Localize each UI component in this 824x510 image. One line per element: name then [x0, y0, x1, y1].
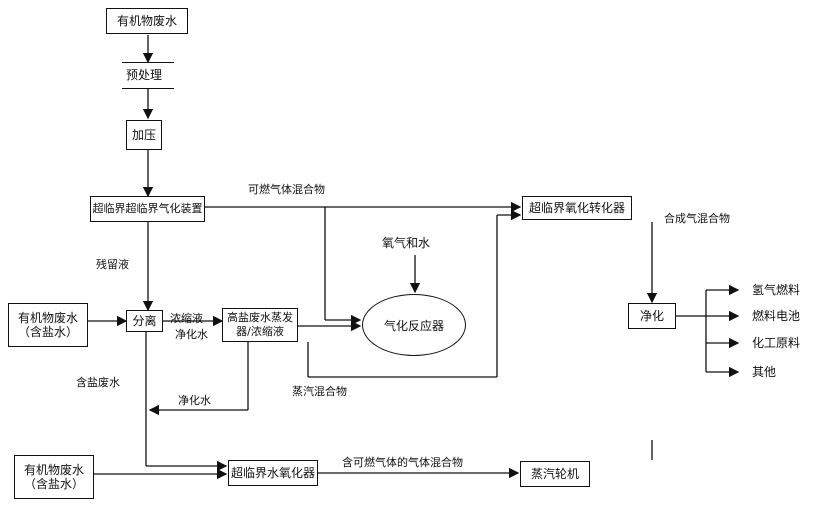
pretreat-label: 预处理	[126, 68, 163, 82]
brine-evaporator-box: 高盐废水蒸发器/浓缩液	[222, 308, 298, 342]
catalytic-converter-box: 超临界氧化转化器	[522, 196, 632, 220]
organic-waste-top-label: 有机物废水	[116, 14, 177, 28]
concentrate-label: 浓缩液	[170, 312, 203, 325]
organic-waste-left1-box: 有机物废水 （含盐水）	[8, 303, 88, 347]
steam-mixture-label: 蒸汽混合物	[292, 385, 347, 398]
organic-waste-left2-sub: （含盐水）	[23, 477, 84, 491]
brine-water-label: 含盐废水	[76, 376, 120, 389]
catalytic-converter-label: 超临界氧化转化器	[528, 201, 625, 215]
pretreat-bar-bottom	[122, 88, 174, 89]
clean-water-label: 净化水	[178, 394, 211, 407]
heat-label: 加压	[131, 128, 156, 142]
reactor-label: 气化反应器	[383, 318, 444, 333]
purified-water-label: 净化水	[175, 328, 208, 341]
organic-waste-left1-sub: （含盐水）	[17, 325, 78, 339]
separator-label: 分离	[132, 314, 157, 328]
output-3: 化工原料	[752, 336, 801, 350]
oxidizer-bottom-label: 超临界水氧化器	[230, 466, 315, 480]
brine-evaporator-label: 高盐废水蒸发器/浓缩液	[227, 311, 293, 338]
output-4: 其他	[752, 365, 777, 379]
steam-turbine-label: 蒸汽轮机	[530, 467, 579, 481]
separator-box: 分离	[126, 310, 163, 332]
organic-waste-top-box: 有机物废水	[106, 8, 188, 34]
reactor-ellipse: 气化反应器	[362, 294, 466, 356]
gas-purifier-label: 净化	[639, 309, 664, 323]
organic-waste-left1-label: 有机物废水	[17, 311, 78, 325]
steam-turbine-box: 蒸汽轮机	[520, 461, 590, 487]
supercritical-gasifier-box: 超临界超临界气化装置	[90, 196, 205, 222]
waste-liquid-label: 残留液	[96, 258, 129, 271]
organic-waste-left2-label: 有机物废水	[23, 463, 84, 477]
supercritical-gasifier-label: 超临界超临界气化装置	[92, 202, 203, 215]
heat-box: 加压	[126, 120, 162, 150]
pretreat-bar-top	[122, 62, 174, 63]
oxidizer-bottom-box: 超临界水氧化器	[228, 460, 318, 486]
oxygen-water-label: 氧气和水	[382, 236, 431, 250]
output-2: 燃料电池	[752, 309, 801, 323]
gas-mixture-label: 可燃气体混合物	[248, 183, 325, 196]
output-1: 氢气燃料	[752, 283, 801, 297]
organic-waste-left2-box: 有机物废水 （含盐水）	[14, 455, 94, 499]
supercritical-mix-label: 含可燃气体的气体混合物	[342, 456, 463, 469]
gas-purifier-box: 净化	[628, 303, 676, 329]
syngas-mix-label: 合成气混合物	[664, 212, 730, 225]
